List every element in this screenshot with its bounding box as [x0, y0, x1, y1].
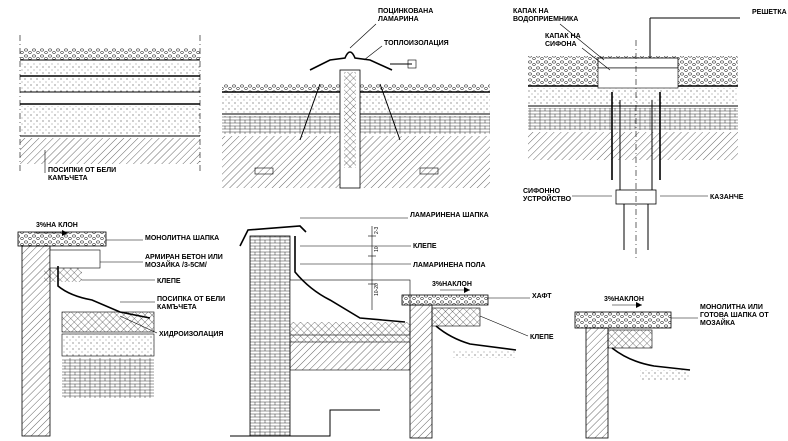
detail-6-parapet-haft: 3%НАКЛОН ХАФТ КЛЕПЕ	[401, 281, 554, 439]
d4-coping-label: МОНОЛИТНА ШАПКА	[145, 235, 219, 242]
d5-dim2: 10	[374, 246, 380, 252]
d5-cap-label: ЛАМАРИНЕНА ШАПКА	[410, 212, 489, 219]
detail-4-parapet: 3%НА КЛОН МОНОЛИТНА ШАПКА АРМИРАН БЕТОН …	[17, 222, 225, 437]
d5-clip-label: КЛЕПЕ	[413, 243, 437, 250]
detail-5-sheet-cap: 2-3 10 10-20 ЛАМАРИНЕНА ШАПКА КЛЕПЕ ЛАМА…	[230, 212, 489, 437]
d6-slope-label: 3%НАКЛОН	[432, 281, 472, 288]
d5-dim1: 2-3	[374, 227, 380, 234]
d4-slope-label: 3%НА КЛОН	[36, 222, 78, 229]
d2-insulation-label: ТОПЛОИЗОЛАЦИЯ	[384, 40, 449, 47]
d5-dim3: 10-20	[374, 283, 380, 296]
d3-grate-label: РЕШЕТКА	[752, 9, 787, 16]
d6-haft-label: ХАФТ	[532, 293, 552, 300]
d4-clip-label: КЛЕПЕ	[157, 278, 181, 285]
d7-slope-label: 3%НАКЛОН	[604, 296, 644, 303]
d5-strip-label: ЛАМАРИНЕНА ПОЛА	[413, 262, 486, 269]
d6-clip-label: КЛЕПЕ	[530, 334, 554, 341]
d3-pipe-label: КАЗАНЧЕ	[710, 194, 744, 201]
d4-waterproof-label: ХИДРОИЗОЛАЦИЯ	[159, 331, 223, 338]
